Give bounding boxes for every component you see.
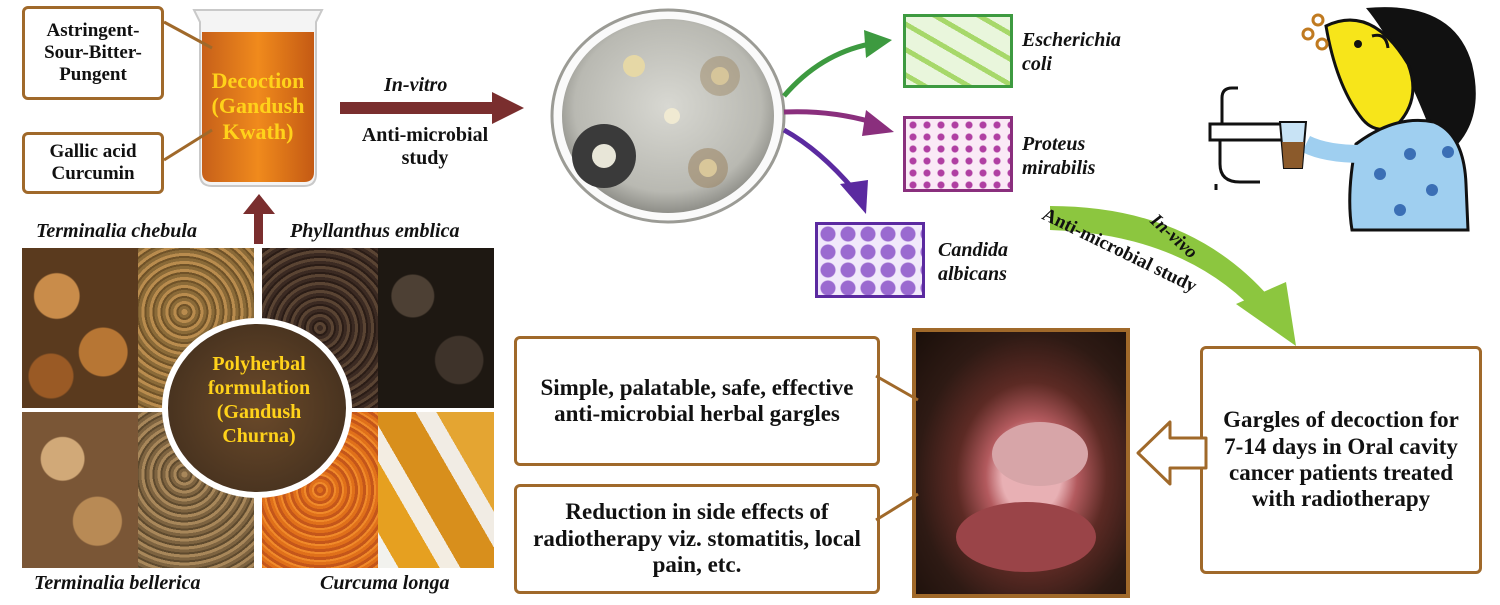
arrow-to-outcome bbox=[1136, 420, 1208, 486]
invitro-subtitle: Anti-microbial study bbox=[361, 124, 489, 169]
candida-image bbox=[815, 222, 925, 298]
petri-dish bbox=[550, 8, 786, 224]
gargle-protocol-box: Gargles of decoction for 7-14 days in Or… bbox=[1200, 346, 1482, 574]
outcome-box-benefits: Simple, palatable, safe, effective anti-… bbox=[514, 336, 880, 466]
proteus-image bbox=[903, 116, 1013, 192]
outcome-side-effects-text: Reduction in side effects of radiotherap… bbox=[533, 499, 861, 578]
outcome-connectors bbox=[875, 374, 919, 522]
label-terminalia-chebula: Terminalia chebula bbox=[36, 220, 197, 242]
gargling-person-illustration bbox=[1208, 7, 1476, 232]
outcome-box-side-effects: Reduction in side effects of radiotherap… bbox=[514, 484, 880, 594]
ecoli-image bbox=[903, 14, 1013, 88]
arrow-invitro bbox=[340, 92, 524, 124]
formulation-title: Polyherbal formulation (Gandush Churna) bbox=[207, 353, 311, 447]
formulation-circle bbox=[162, 318, 352, 498]
decoction-title: Decoction (Gandush Kwath) bbox=[211, 68, 305, 144]
organism-ecoli: Escherichia coli bbox=[1022, 29, 1121, 75]
outcome-benefits-text: Simple, palatable, safe, effective anti-… bbox=[540, 374, 854, 426]
organism-proteus: Proteus mirabilis bbox=[1022, 133, 1096, 179]
arrow-invivo bbox=[1050, 206, 1296, 346]
decoction-connectors bbox=[163, 20, 213, 162]
decoction-beaker bbox=[192, 9, 324, 187]
label-phyllanthus-emblica: Phyllanthus emblica bbox=[290, 220, 460, 242]
arrows-to-organisms bbox=[782, 30, 894, 214]
taste-label-box: Astringent-Sour-Bitter-Pungent bbox=[22, 6, 164, 100]
organism-candida: Candida albicans bbox=[938, 239, 1009, 285]
arrow-formulation-to-decoction bbox=[243, 194, 275, 244]
oral-cavity-photo bbox=[912, 328, 1130, 598]
invitro-title: In-vitro bbox=[384, 74, 448, 96]
compounds-label: Gallic acid Curcumin bbox=[49, 141, 137, 184]
taste-label: Astringent-Sour-Bitter-Pungent bbox=[44, 20, 142, 85]
compounds-label-box: Gallic acid Curcumin bbox=[22, 132, 164, 194]
label-curcuma-longa: Curcuma longa bbox=[320, 572, 450, 594]
label-terminalia-bellerica: Terminalia bellerica bbox=[34, 572, 201, 594]
gargle-protocol-text: Gargles of decoction for 7-14 days in Or… bbox=[1223, 407, 1459, 512]
